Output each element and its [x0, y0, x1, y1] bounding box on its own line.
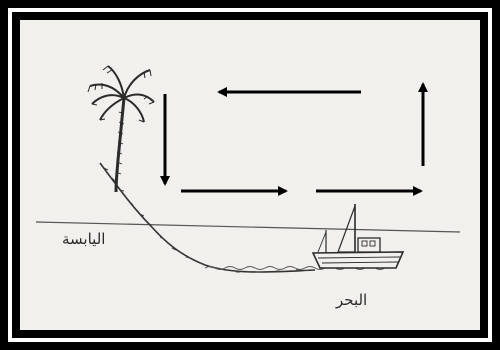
shore-texture [104, 168, 300, 272]
fishing-boat-icon [313, 204, 403, 268]
sea-label: البحر [336, 291, 367, 309]
land-label: اليابسة [62, 230, 105, 248]
shore-slope [100, 163, 315, 272]
palm-tree-icon [88, 66, 154, 192]
circulation-arrows [165, 84, 423, 191]
